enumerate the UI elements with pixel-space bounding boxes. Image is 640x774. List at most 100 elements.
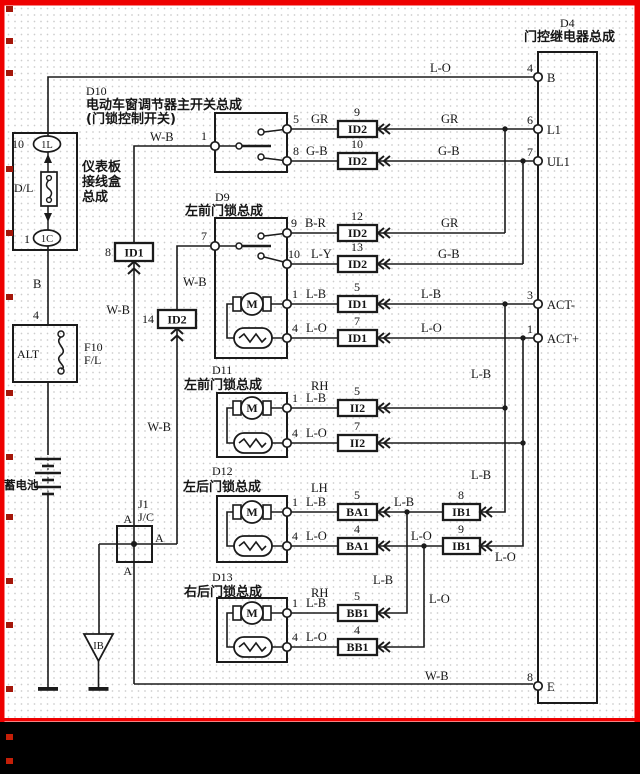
switch-contacts bbox=[235, 128, 271, 260]
wire-gr-label-1: GR bbox=[311, 112, 329, 126]
wire-lo-act-label: L-O bbox=[421, 321, 442, 335]
d11-id-label: D11 bbox=[212, 363, 232, 377]
conn-bb1-5-number: 5 bbox=[354, 589, 360, 603]
wire-gb-label-2: G-B bbox=[438, 144, 460, 158]
d10-terminal1-number: 1 bbox=[201, 129, 207, 143]
wire-gb-label-1: G-B bbox=[306, 144, 328, 158]
conn-id1-8-code: ID1 bbox=[124, 246, 143, 260]
conn-ba1-4-code: BA1 bbox=[346, 539, 369, 553]
d11-terminal4-number: 4 bbox=[292, 426, 298, 440]
f10-fuse-icon bbox=[57, 336, 65, 370]
d4-pin-actminus-label: ACT- bbox=[547, 298, 575, 312]
d12-motor-icon bbox=[240, 500, 264, 524]
conn-ii2-5-code: II2 bbox=[350, 401, 365, 415]
wire-contact-links bbox=[263, 128, 285, 263]
ib-ground-triangle bbox=[82, 633, 115, 663]
conn-ba1-5-code: BA1 bbox=[346, 505, 369, 519]
panel-junction-box bbox=[12, 132, 78, 251]
flow-arrow-down-icon bbox=[44, 213, 52, 222]
conn-ib1-8-number: 8 bbox=[458, 488, 464, 502]
wire-gr-label-2: GR bbox=[441, 112, 459, 126]
ground-symbols bbox=[38, 633, 115, 691]
wire-top-lo-label: L-O bbox=[430, 61, 451, 75]
panel-conn-1l-label: 1L bbox=[41, 140, 53, 151]
conn-id1-5-code: ID1 bbox=[348, 297, 367, 311]
motor-icons bbox=[232, 292, 272, 625]
panel-name-line2: 接线盒 bbox=[82, 174, 122, 190]
wire-lo-link-label: L-O bbox=[411, 529, 432, 543]
conn-bb1-4-number: 4 bbox=[354, 623, 360, 637]
panel-pin10-number: 10 bbox=[12, 137, 24, 151]
wire-lb-label-d11: L-B bbox=[306, 391, 326, 405]
scan-frame bbox=[0, 0, 640, 722]
wire-lo-bus-label: L-O bbox=[495, 550, 516, 564]
panel-name-line1: 仪表板 bbox=[81, 159, 122, 175]
d11-terminal1-number: 1 bbox=[292, 391, 298, 405]
d4-pin-l1-label: L1 bbox=[547, 123, 561, 137]
alt-fuse-box bbox=[12, 324, 78, 383]
frame-top bbox=[0, 0, 640, 6]
wire-wb-label-d10: W-B bbox=[150, 130, 174, 144]
conn-id2-12-code: ID2 bbox=[348, 226, 367, 240]
d9-lock-box bbox=[214, 217, 288, 359]
conn-ba1-4-number: 4 bbox=[354, 522, 360, 536]
frame-right bbox=[634, 0, 640, 722]
conn-1c-oval bbox=[32, 229, 62, 247]
wire-br-label: B-R bbox=[305, 216, 327, 230]
ground-bar-ib bbox=[88, 687, 109, 691]
conn-id2-12-number: 12 bbox=[351, 209, 363, 223]
d10-terminal5-number: 5 bbox=[293, 112, 299, 126]
d10-id-label: D10 bbox=[86, 84, 107, 98]
d13-motor-icon bbox=[240, 601, 264, 625]
jc-pin-a-right: A bbox=[155, 531, 164, 545]
d9-terminal1-number: 1 bbox=[292, 287, 298, 301]
panel-dl-fuse-label: D/L bbox=[14, 181, 33, 195]
d9-terminal4-number: 4 bbox=[292, 321, 298, 335]
d4-pin-e-label: E bbox=[547, 680, 555, 694]
wire-lo-label-d11: L-O bbox=[306, 426, 327, 440]
wire-top-lo bbox=[47, 76, 533, 136]
terminal-circles bbox=[209, 71, 544, 692]
wire-lo-label-d12: L-O bbox=[306, 529, 327, 543]
d9-name-label: 左前门锁总成 bbox=[185, 203, 263, 219]
panel-box-internals bbox=[32, 135, 62, 247]
d4-relay-box bbox=[537, 51, 598, 704]
conn-bb1-5-code: BB1 bbox=[346, 606, 368, 620]
conn-id2-14-code: ID2 bbox=[167, 313, 186, 327]
conn-1l-oval bbox=[32, 135, 62, 153]
d4-pin-ul1-label: UL1 bbox=[547, 155, 570, 169]
wire-lb-link-label: L-B bbox=[394, 495, 414, 509]
d13-terminal1-number: 1 bbox=[292, 596, 298, 610]
wire-lo-label-d9: L-O bbox=[306, 321, 327, 335]
d13-name-label: 右后门锁总成 bbox=[183, 584, 262, 600]
jc-pin-a-bottom: A bbox=[123, 564, 132, 578]
d12-lock-box bbox=[216, 495, 288, 563]
d4-id-label: D4 bbox=[560, 16, 575, 30]
d13-id-label: D13 bbox=[212, 570, 233, 584]
alt-pin4-number: 4 bbox=[33, 308, 39, 322]
conn-id2-9-number: 9 bbox=[354, 105, 360, 119]
d13-side-label: RH bbox=[311, 586, 328, 600]
dl-fuse-icon bbox=[45, 179, 53, 199]
d4-pin-b-number: 4 bbox=[527, 61, 533, 75]
d13-motor-letter: M bbox=[246, 606, 257, 620]
bottom-black-bar bbox=[0, 722, 640, 774]
wire-gr-label-3: GR bbox=[441, 216, 459, 230]
d9-motor-icon bbox=[240, 292, 264, 316]
d10-terminal8-number: 8 bbox=[293, 144, 299, 158]
wire-lb-label-d12: L-B bbox=[306, 495, 326, 509]
connector-chevron-icons bbox=[127, 123, 493, 653]
battery-label: 蓄电池 bbox=[4, 478, 39, 492]
d4-pin-actplus-number: 1 bbox=[527, 322, 533, 336]
wire-lb-bus-label-1: L-B bbox=[471, 367, 491, 381]
wire-ly-label: L-Y bbox=[311, 247, 332, 261]
f10-fuse-label: F10 bbox=[84, 340, 103, 354]
jc-id-label: J1 bbox=[138, 497, 149, 511]
wire-lb-branch-label: L-B bbox=[373, 573, 393, 587]
d9-id-label: D9 bbox=[215, 190, 230, 204]
d12-id-label: D12 bbox=[212, 464, 233, 478]
wire-wb-label-d9: W-B bbox=[183, 275, 207, 289]
wire-gb-label-3: G-B bbox=[438, 247, 460, 261]
